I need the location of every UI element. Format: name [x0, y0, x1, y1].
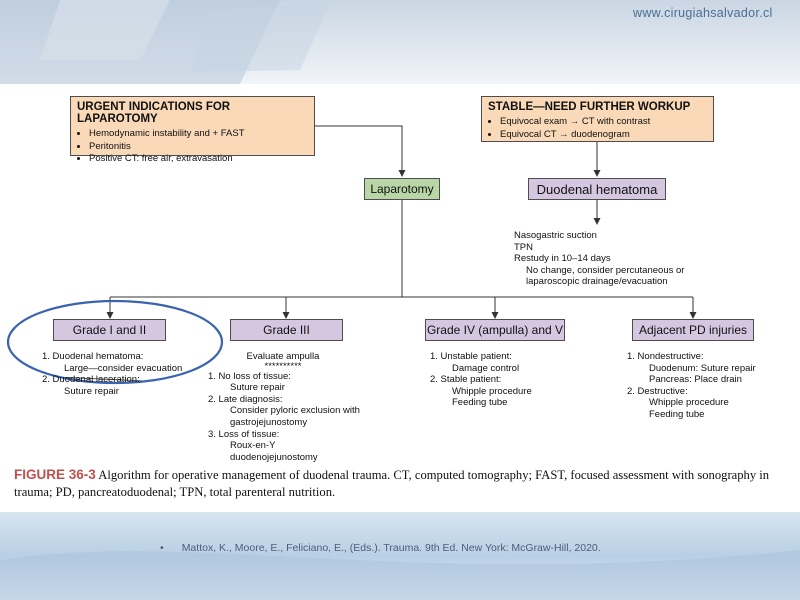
grade-3-text: Evaluate ampulla ********** 1. No loss o…	[208, 351, 360, 463]
urgent-item: Hemodynamic instability and + FAST	[89, 128, 308, 141]
grade-line: Damage control	[452, 362, 520, 374]
grade-4-5-text: 1. Unstable patient: Damage control 2. S…	[430, 351, 532, 409]
mgmt-line: Nasogastric suction	[514, 230, 597, 241]
urgent-indications-box: URGENT INDICATIONS FOR LAPAROTOMY Hemody…	[70, 96, 315, 164]
grade-line: 1. Duodenal hematoma:	[42, 351, 144, 362]
mgmt-line: No change, consider percutaneous or	[526, 264, 685, 276]
mgmt-line: laparoscopic drainage/evacuation	[526, 276, 668, 288]
caption-text: Algorithm for operative management of du…	[14, 468, 770, 499]
laparotomy-node: Laparotomy	[364, 178, 440, 200]
figure-label: FIGURE 36-3	[14, 467, 96, 482]
mgmt-line: TPN	[514, 241, 533, 253]
grade-line: Consider pyloric exclusion with	[230, 405, 360, 417]
grade-line: 1. No loss of tissue:	[208, 370, 291, 382]
grade-line: 2. Destructive:	[627, 385, 688, 397]
grade-line: gastrojejunostomy	[230, 416, 308, 428]
grade-line: 2. Stable patient:	[430, 374, 502, 386]
bullet-icon: •	[160, 542, 164, 554]
stable-item: Equivocal CT → duodenogram	[500, 129, 707, 142]
hematoma-management: Nasogastric suction TPN Restudy in 10–14…	[514, 230, 684, 288]
grade-3-node: Grade III	[230, 319, 343, 341]
figure-caption: FIGURE 36-3 Algorithm for operative mana…	[14, 466, 790, 501]
duodenal-hematoma-node: Duodenal hematoma	[528, 178, 666, 200]
watermark-url: www.cirugiahsalvador.cl	[633, 6, 773, 20]
stable-workup-box: STABLE—NEED FURTHER WORKUP Equivocal exa…	[481, 96, 714, 142]
adjacent-pd-text: 1. Nondestructive: Duodenum: Suture repa…	[627, 351, 756, 421]
urgent-title: URGENT INDICATIONS FOR LAPAROTOMY	[77, 101, 231, 125]
adjacent-pd-node: Adjacent PD injuries	[632, 319, 754, 341]
stable-title: STABLE—NEED FURTHER WORKUP	[488, 101, 691, 113]
grade-line: 2. Late diagnosis:	[208, 393, 283, 405]
grade-line: Evaluate ampulla	[246, 351, 320, 362]
grade-1-2-node: Grade I and II	[53, 319, 166, 341]
grade-line: Feeding tube	[452, 397, 508, 409]
citation: • Mattox, K., Moore, E., Feliciano, E., (…	[160, 542, 601, 554]
grade-line: Pancreas: Place drain	[649, 374, 742, 386]
citation-text: Mattox, K., Moore, E., Feliciano, E., (E…	[181, 542, 601, 554]
grade-1-2-text: 1. Duodenal hematoma: Large—consider eva…	[42, 351, 182, 397]
grade-line: 1. Unstable patient:	[430, 351, 512, 362]
urgent-item: Positive CT: free air, extravasation	[89, 153, 308, 166]
grade-line: 2. Duodenal laceration:	[42, 374, 140, 386]
grade-4-5-node: Grade IV (ampulla) and V	[425, 319, 565, 341]
mgmt-line: Restudy in 10–14 days	[514, 253, 611, 265]
grade-line: Duodenum: Suture repair	[649, 362, 756, 374]
grade-line: **********	[264, 360, 302, 372]
grade-line: duodenojejunostomy	[230, 451, 318, 463]
grade-line: Suture repair	[230, 382, 285, 394]
grade-line: Feeding tube	[649, 408, 705, 420]
stable-item: Equivocal exam → CT with contrast	[500, 116, 707, 129]
grade-line: 1. Nondestructive:	[627, 351, 704, 362]
urgent-item: Peritonitis	[89, 141, 308, 154]
grade-line: Large—consider evacuation	[64, 362, 183, 374]
grade-line: Whipple procedure	[452, 385, 532, 397]
grade-line: Suture repair	[64, 385, 119, 397]
grade-line: Whipple procedure	[649, 397, 729, 409]
grade-line: Roux-en-Y	[230, 440, 276, 452]
grade-line: 3. Loss of tissue:	[208, 428, 280, 440]
